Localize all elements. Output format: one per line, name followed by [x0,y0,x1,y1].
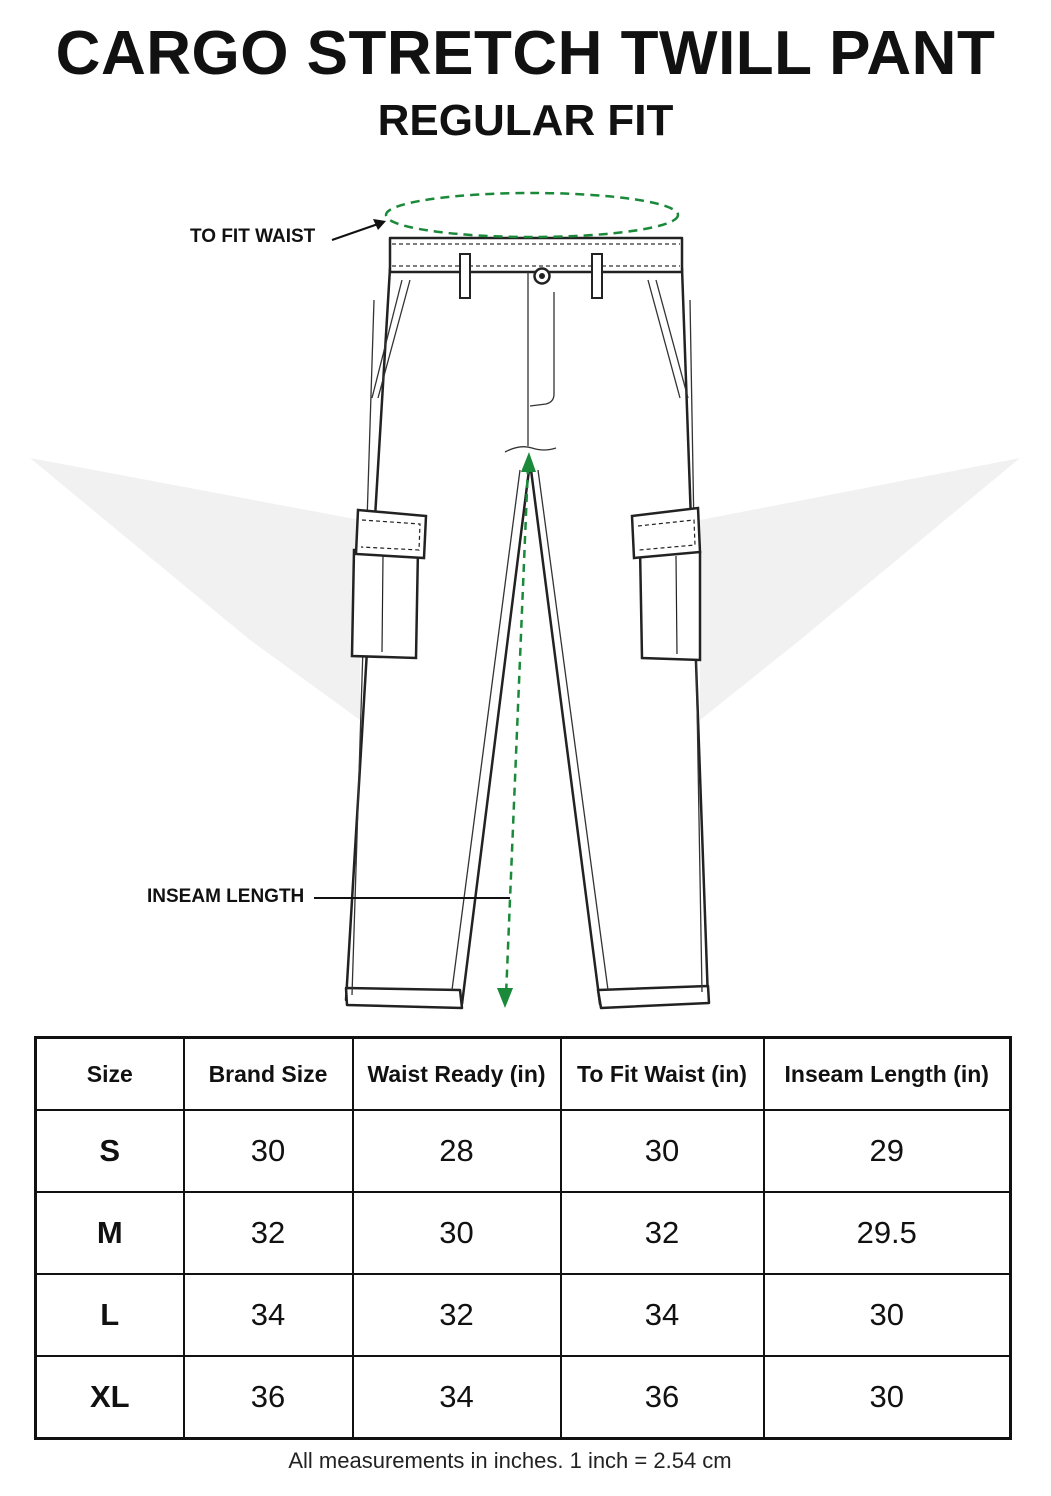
table-header-row: Size Brand Size Waist Ready (in) To Fit … [34,1036,1012,1111]
brand-size-cell: 30 [182,1109,354,1193]
inseam-measure-arrow [497,452,536,1008]
column-header-to-fit-waist: To Fit Waist (in) [559,1036,765,1111]
waist-ready-cell: 32 [351,1273,562,1357]
table-row: S 30 28 30 29 [34,1109,1012,1193]
inseam-length-cell: 29 [762,1109,1012,1193]
to-fit-waist-cell: 36 [559,1355,765,1440]
page-subtitle: REGULAR FIT [377,96,674,145]
measurement-footnote: All measurements in inches. 1 inch = 2.5… [288,1448,732,1473]
brand-size-cell: 34 [182,1273,354,1357]
to-fit-waist-cell: 30 [559,1109,765,1193]
to-fit-waist-cell: 34 [559,1273,765,1357]
waist-button-icon [533,267,551,285]
size-cell: S [34,1109,185,1193]
waist-measure-ellipse [384,191,680,239]
inseam-callout-label: INSEAM LENGTH [147,886,305,907]
page-title: CARGO STRETCH TWILL PANT [55,19,996,88]
waist-ready-cell: 30 [351,1191,562,1275]
table-row: M 32 30 32 29.5 [34,1191,1012,1275]
brand-size-cell: 32 [182,1191,354,1275]
table-row: L 34 32 34 30 [34,1273,1012,1357]
cargo-pocket-right [630,506,702,662]
size-cell: XL [34,1355,185,1440]
inseam-length-cell: 30 [762,1273,1012,1357]
column-header-brand-size: Brand Size [182,1036,354,1111]
brand-size-cell: 36 [182,1355,354,1440]
waist-pointer-arrow [331,219,386,241]
to-fit-waist-cell: 32 [559,1191,765,1275]
size-chart-table: Size Brand Size Waist Ready (in) To Fit … [34,1036,1012,1440]
pant-diagram [30,191,1020,1010]
waist-callout-label: TO FIT WAIST [190,226,316,247]
size-cell: L [34,1273,185,1357]
inseam-length-cell: 29.5 [762,1191,1012,1275]
column-header-inseam-length: Inseam Length (in) [762,1036,1012,1111]
waist-ready-cell: 34 [351,1355,562,1440]
waist-ready-cell: 28 [351,1109,562,1193]
backdrop-wings [30,458,1020,720]
table-row: XL 36 34 36 30 [34,1355,1012,1440]
inseam-length-cell: 30 [762,1355,1012,1440]
column-header-waist-ready: Waist Ready (in) [351,1036,562,1111]
column-header-size: Size [34,1036,185,1111]
size-cell: M [34,1191,185,1275]
cargo-pocket-left [350,508,428,660]
